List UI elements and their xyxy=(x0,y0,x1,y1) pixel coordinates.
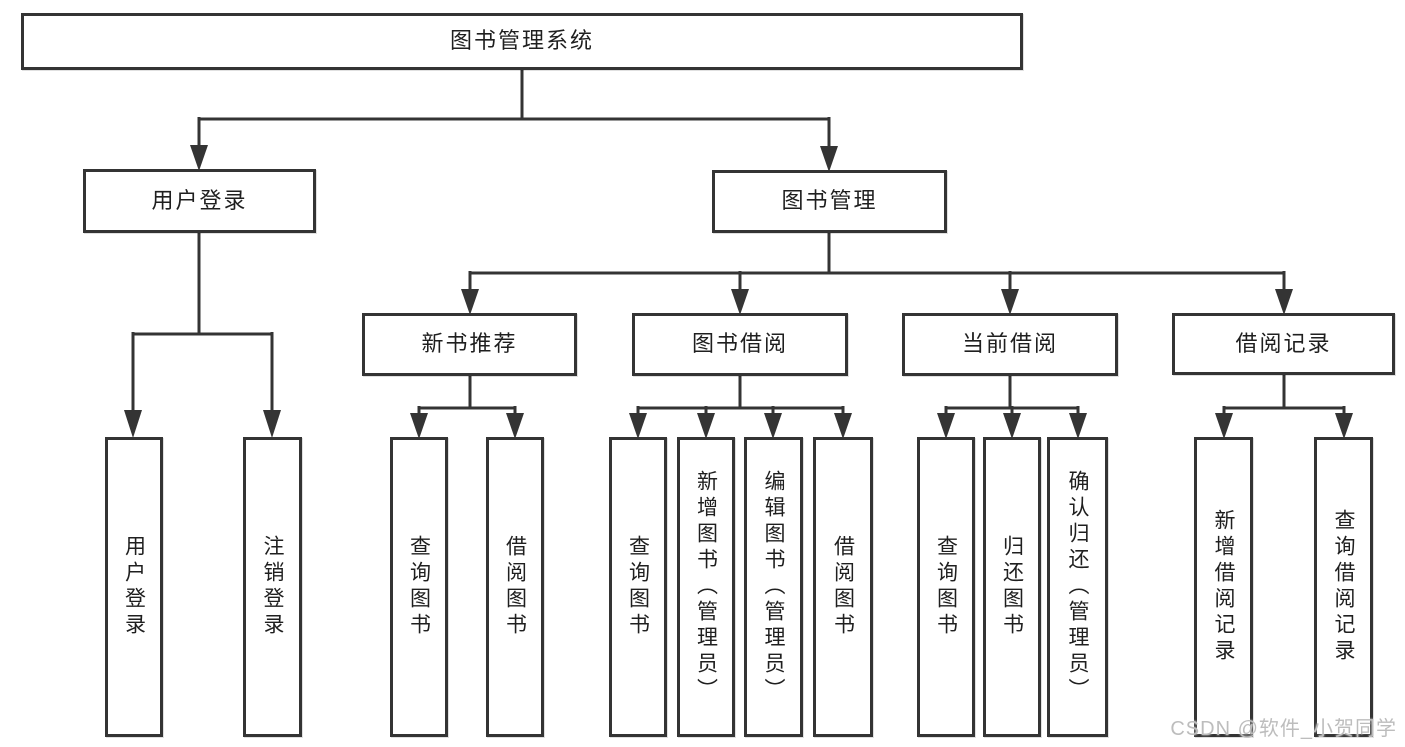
leaf-confirm-return-admin: 确认归还（管理员） xyxy=(1047,437,1108,737)
leaf-query-books-current: 查询图书 xyxy=(917,437,975,737)
node-root-system: 图书管理系统 xyxy=(21,13,1023,70)
leaf-query-borrow-record: 查询借阅记录 xyxy=(1314,437,1373,737)
leaf-logout: 注销登录 xyxy=(243,437,302,737)
leaf-query-books-recommend: 查询图书 xyxy=(390,437,448,737)
node-current-borrowing: 当前借阅 xyxy=(902,313,1118,376)
node-user-login-branch: 用户登录 xyxy=(83,169,316,233)
node-book-management: 图书管理 xyxy=(712,170,947,233)
csdn-watermark: CSDN @软件_小贺同学 xyxy=(1170,718,1397,740)
leaf-borrow-books: 借阅图书 xyxy=(813,437,873,737)
leaf-add-book-admin: 新增图书（管理员） xyxy=(677,437,735,737)
leaf-return-book: 归还图书 xyxy=(983,437,1041,737)
node-borrowing-records: 借阅记录 xyxy=(1172,313,1395,375)
leaf-user-login: 用户登录 xyxy=(105,437,163,737)
leaf-add-borrow-record: 新增借阅记录 xyxy=(1194,437,1253,737)
leaf-edit-book-admin: 编辑图书（管理员） xyxy=(744,437,803,737)
arrowheads xyxy=(124,145,1353,439)
node-new-book-recommend: 新书推荐 xyxy=(362,313,577,376)
node-book-borrowing: 图书借阅 xyxy=(632,313,848,376)
leaf-borrow-books-recommend: 借阅图书 xyxy=(486,437,544,737)
leaf-query-books-borrowing: 查询图书 xyxy=(609,437,667,737)
